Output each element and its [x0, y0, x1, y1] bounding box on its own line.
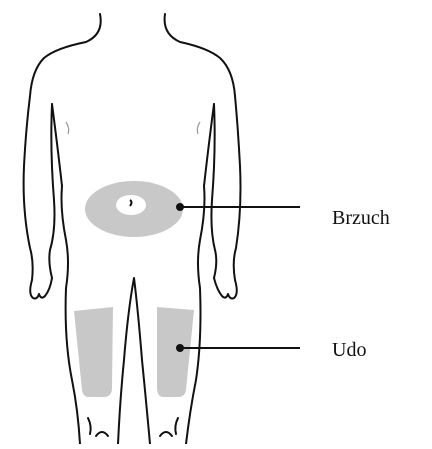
thigh-label: Udo	[332, 340, 366, 360]
abdomen-label: Brzuch	[332, 208, 390, 228]
right-thigh-injection-zone	[157, 307, 194, 397]
anatomy-details	[66, 122, 200, 134]
left-thigh-injection-zone	[74, 307, 113, 397]
